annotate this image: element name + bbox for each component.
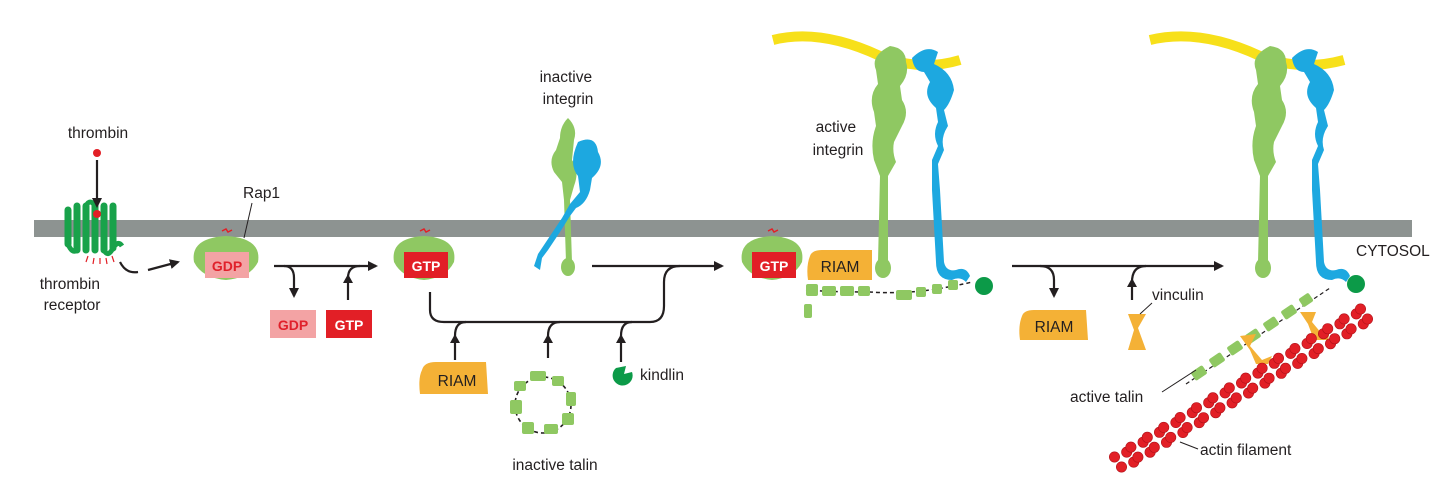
actin-subunit xyxy=(1355,303,1367,315)
thrombin-receptor-label: thrombin receptor xyxy=(40,276,105,314)
actin-subunit xyxy=(1125,441,1137,453)
actin-subunit xyxy=(1338,313,1350,325)
kindlin-1 xyxy=(612,366,633,386)
rap1-label: Rap1 xyxy=(243,185,280,202)
svg-text:GTP: GTP xyxy=(760,258,789,274)
active-integrin-label: active integrin xyxy=(813,119,864,159)
actin-subunit xyxy=(1174,411,1186,423)
vinculin-free xyxy=(1128,314,1146,350)
inactive-integrin xyxy=(534,118,601,276)
actin-subunit xyxy=(1181,421,1193,433)
actin-filament-leader xyxy=(1179,441,1199,450)
cytosol-label: CYTOSOL xyxy=(1356,243,1430,260)
bound-talin xyxy=(804,280,973,318)
kindlin-bound-1 xyxy=(975,277,993,295)
svg-text:RIAM: RIAM xyxy=(821,259,860,276)
actin-filament xyxy=(1109,303,1374,473)
thrombin-bound-dot xyxy=(93,210,101,218)
svg-text:GTP: GTP xyxy=(412,258,441,274)
actin-subunit xyxy=(1329,333,1341,345)
kindlin-label: kindlin xyxy=(640,367,684,384)
kindlin-bound-2 xyxy=(1347,275,1365,293)
signal-arrow-2 xyxy=(147,259,180,272)
active-integrin-beta xyxy=(912,49,970,282)
actin-subunit xyxy=(1191,402,1203,414)
rap1-gdp: GDP xyxy=(193,228,259,280)
actin-subunit xyxy=(1362,313,1374,325)
rap1-leader xyxy=(243,202,253,239)
active-talin-label: active talin xyxy=(1070,389,1143,406)
actin-subunit xyxy=(1116,461,1128,473)
gdp-release-arrow xyxy=(283,264,299,298)
actin-subunit xyxy=(1240,372,1252,384)
actin-subunit xyxy=(1214,402,1226,414)
active-integrin-alpha xyxy=(871,46,908,278)
riam-release-arrow xyxy=(1039,264,1059,298)
actin-subunit xyxy=(1263,372,1275,384)
actin-subunit xyxy=(1165,431,1177,443)
actin-subunit xyxy=(1345,323,1357,335)
riam-2: RIAM xyxy=(807,250,872,280)
actin-subunit xyxy=(1289,342,1301,354)
svg-text:GDP: GDP xyxy=(278,317,308,333)
actin-subunit xyxy=(1280,362,1292,374)
gdp-released: GDP xyxy=(270,310,316,338)
svg-text:RIAM: RIAM xyxy=(1035,319,1074,336)
signal-arrow xyxy=(119,261,139,274)
thrombin-receptor xyxy=(64,199,125,265)
actin-subunit xyxy=(1312,343,1324,355)
actin-subunit xyxy=(1141,431,1153,443)
actin-subunit xyxy=(1256,362,1268,374)
active-talin-leader xyxy=(1161,369,1197,393)
rap1-gtp: GTP xyxy=(393,228,455,280)
vinculin-label: vinculin xyxy=(1152,287,1204,304)
inactive-integrin-label: inactive integrin xyxy=(540,69,597,108)
recruitment-path xyxy=(428,264,681,324)
actin-subunit xyxy=(1132,451,1144,463)
actin-subunit xyxy=(1148,441,1160,453)
actin-subunit xyxy=(1158,421,1170,433)
svg-text:GDP: GDP xyxy=(212,258,242,274)
inactive-talin-label: inactive talin xyxy=(512,457,597,474)
actin-filament-label: actin filament xyxy=(1200,442,1292,459)
integrin-beta-2 xyxy=(1292,49,1350,282)
actin-subunit xyxy=(1109,451,1121,463)
gdp-box-rap1 xyxy=(205,252,249,278)
actin-subunit xyxy=(1198,412,1210,424)
thrombin-label: thrombin xyxy=(68,125,128,142)
actin-subunit xyxy=(1207,392,1219,404)
gtp-added: GTP xyxy=(326,310,372,338)
actin-subunit xyxy=(1247,382,1259,394)
plasma-membrane xyxy=(34,220,1412,237)
actin-subunit xyxy=(1322,323,1334,335)
integrin-alpha-2 xyxy=(1251,46,1288,278)
svg-text:RIAM: RIAM xyxy=(438,373,477,390)
rap1-gtp-2: GTP xyxy=(741,228,803,280)
actin-subunit xyxy=(1296,352,1308,364)
riam-1: RIAM xyxy=(419,362,488,394)
actin-subunit xyxy=(1230,392,1242,404)
bound-vinculin xyxy=(1240,312,1330,364)
vinculin-leader xyxy=(1139,302,1153,315)
actin-subunit xyxy=(1273,352,1285,364)
svg-text:GTP: GTP xyxy=(335,317,364,333)
actin-subunit xyxy=(1305,333,1317,345)
thrombin-dot xyxy=(93,149,101,157)
riam-released: RIAM xyxy=(1019,310,1088,340)
actin-subunit xyxy=(1223,382,1235,394)
inactive-talin xyxy=(510,371,576,434)
